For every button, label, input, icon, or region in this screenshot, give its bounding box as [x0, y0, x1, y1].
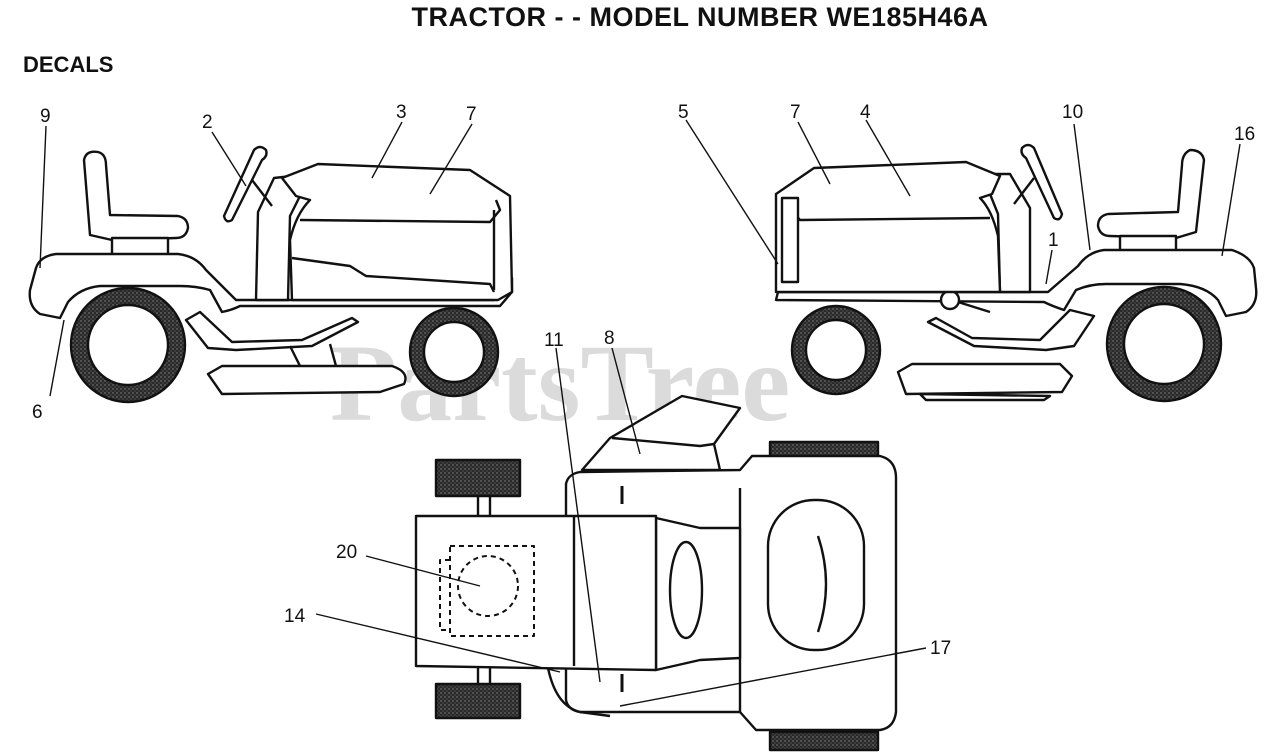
- top-tire-rear-right: [768, 730, 880, 752]
- callout-8: 8: [604, 328, 615, 349]
- callout-17: 17: [930, 638, 951, 659]
- top-tire-front-left: [434, 458, 522, 498]
- top-tire-front-right: [434, 682, 522, 720]
- decal-area-dashed: [449, 545, 535, 637]
- callout-14: 14: [284, 606, 306, 627]
- callout-4: 4: [860, 102, 871, 123]
- seat-left: [82, 150, 190, 242]
- mower-deck-left: [206, 364, 407, 396]
- callout-1: 1: [1048, 230, 1059, 251]
- hood-right: [774, 160, 1002, 294]
- frame-right: [926, 308, 1096, 352]
- decal-circle-dashed: [457, 555, 519, 617]
- callout-5: 5: [678, 102, 689, 123]
- rear-fender-right: [774, 248, 1258, 318]
- callout-16: 16: [1234, 124, 1255, 145]
- seat-right: [1096, 148, 1206, 240]
- callouts: 9 2 3 7 6 5 7 4 10 16 1 11 8 20 14 17: [32, 102, 1255, 659]
- mower-deck-right: [896, 362, 1074, 396]
- callout-20: 20: [336, 542, 357, 563]
- page-title: TRACTOR - - MODEL NUMBER WE185H46A: [411, 2, 989, 32]
- steering-wheel-top: [668, 540, 704, 640]
- leader-lines: [39, 119, 1241, 707]
- hood-left: [280, 162, 514, 302]
- callout-7-right: 7: [790, 102, 801, 123]
- callout-9: 9: [40, 106, 51, 127]
- callout-7-left: 7: [466, 104, 477, 125]
- frame-left: [184, 310, 360, 352]
- steering-wheel-right: [1020, 143, 1064, 221]
- seat-top: [766, 498, 866, 652]
- callout-10: 10: [1062, 102, 1083, 123]
- tractor-left-side-view: [28, 145, 514, 404]
- callout-2: 2: [202, 112, 213, 133]
- tractor-top-view: [414, 394, 898, 752]
- callout-11: 11: [544, 330, 564, 351]
- front-bumper-top: [546, 667, 611, 718]
- section-label: DECALS: [23, 52, 114, 77]
- rear-fender-left: [28, 252, 514, 320]
- callout-6: 6: [32, 402, 43, 423]
- hood-top: [414, 514, 658, 672]
- tractor-right-side-view: [774, 143, 1258, 403]
- callout-3: 3: [396, 102, 407, 123]
